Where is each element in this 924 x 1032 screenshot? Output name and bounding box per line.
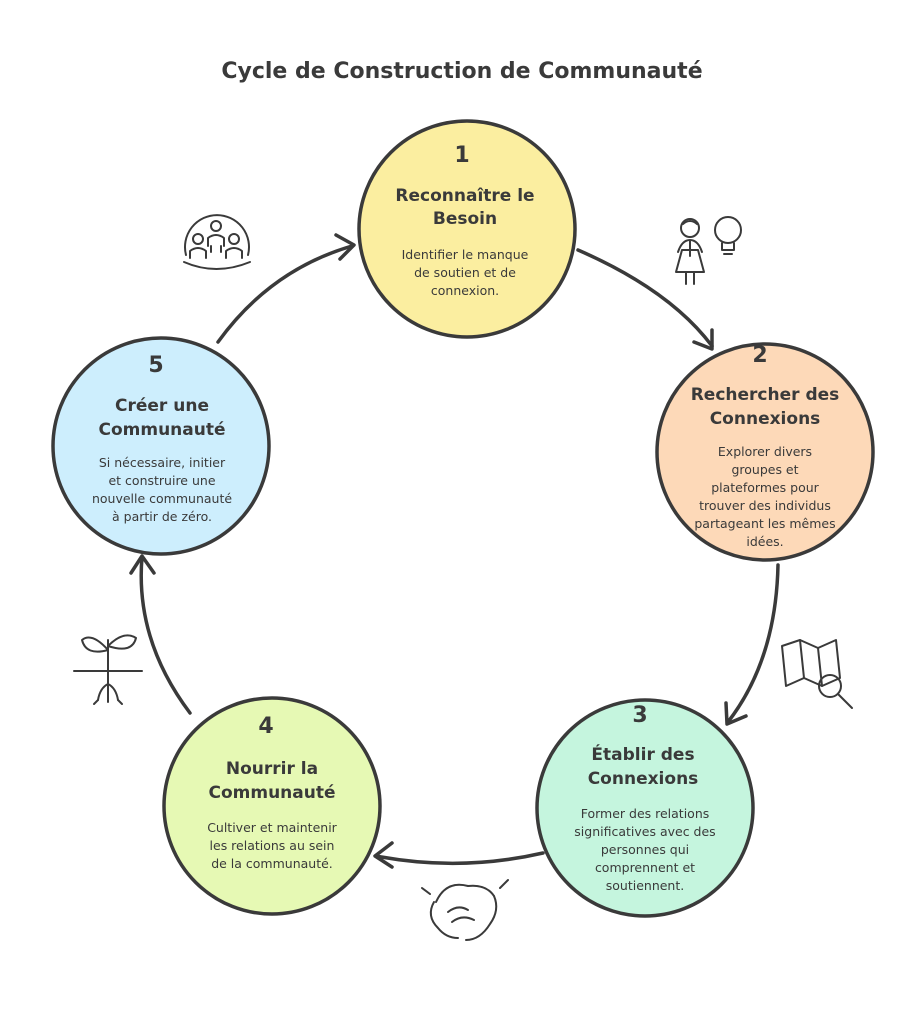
step-4-heading-line-1: Nourrir la (226, 759, 318, 779)
step-5-desc-line-4: à partir de zéro. (112, 509, 212, 524)
step-3-number: 3 (632, 703, 647, 728)
person-idea-icon (675, 216, 742, 285)
step-2-heading-line-2: Connexions (710, 409, 821, 429)
arrow-3-to-4-head (373, 841, 394, 869)
arrow-1-to-2-head (692, 328, 714, 351)
handshake-icon (421, 879, 509, 941)
arrow-5-to-1 (216, 244, 354, 344)
step-4-circle (162, 696, 382, 916)
step-1-circle (357, 119, 577, 339)
step-5-number: 5 (148, 353, 163, 378)
arrow-3-to-4 (374, 851, 545, 866)
diagram-title: Cycle de Construction de Communauté (221, 59, 702, 84)
step-1-heading-line-1: Reconnaître le (395, 186, 534, 206)
community-group-icon (183, 214, 251, 270)
arrow-4-to-5 (139, 555, 192, 715)
step-5-heading-line-2: Communauté (98, 420, 225, 440)
step-1-number: 1 (454, 143, 469, 168)
step-5-node: 5 Créer une Communauté Si nécessaire, in… (51, 336, 271, 556)
arrow-5-to-1-head (334, 233, 356, 261)
step-3-desc-line-5: soutiennent. (606, 878, 684, 893)
step-2-desc-line-6: idées. (746, 534, 783, 549)
step-3-desc-line-2: significatives avec des (574, 824, 715, 839)
step-2-node: 2 Rechercher des Connexions Explorer div… (655, 342, 875, 562)
step-4-desc-line-3: de la communauté. (211, 856, 333, 871)
step-5-desc-line-2: et construire une (108, 473, 215, 488)
step-5-desc-line-1: Si nécessaire, initier (99, 455, 226, 470)
step-1-desc-line-2: de soutien et de (414, 265, 516, 280)
step-2-desc-line-2: groupes et (731, 462, 798, 477)
arrow-4-to-5-head (129, 554, 156, 575)
step-2-desc-line-3: plateformes pour (711, 480, 819, 495)
sprout-icon (73, 634, 143, 705)
arrow-2-to-3 (726, 563, 780, 724)
arrow-2-to-3-head (724, 701, 748, 726)
step-2-desc-line-4: trouver des individus (699, 498, 831, 513)
step-5-heading-line-1: Créer une (115, 396, 209, 416)
arrow-1-to-2 (576, 248, 714, 348)
step-3-circle (535, 698, 755, 918)
step-4-heading-line-2: Communauté (208, 783, 335, 803)
step-3-desc-line-4: comprennent et (595, 860, 695, 875)
step-3-desc-line-1: Former des relations (581, 806, 710, 821)
step-5-circle (51, 336, 271, 556)
step-1-heading-line-2: Besoin (433, 209, 497, 229)
map-search-icon (781, 639, 853, 709)
step-1-desc-line-1: Identifier le manque (402, 247, 529, 262)
step-1-desc-line-3: connexion. (431, 283, 499, 298)
step-4-desc-line-2: les relations au sein (210, 838, 335, 853)
step-3-node: 3 Établir des Connexions Former des rela… (535, 698, 755, 918)
step-2-heading-line-1: Rechercher des (691, 385, 840, 405)
step-4-node: 4 Nourrir la Communauté Cultiver et main… (162, 696, 382, 916)
step-3-heading-line-2: Connexions (588, 769, 699, 789)
step-1-node: 1 Reconnaître le Besoin Identifier le ma… (357, 119, 577, 339)
step-2-number: 2 (752, 343, 767, 368)
step-4-number: 4 (258, 714, 273, 739)
step-2-circle (655, 342, 875, 562)
step-3-heading-line-1: Établir des (591, 743, 694, 765)
step-3-desc-line-3: personnes qui (601, 842, 689, 857)
step-5-desc-line-3: nouvelle communauté (92, 491, 232, 506)
step-2-desc-line-5: partageant les mêmes (694, 516, 835, 531)
step-2-desc-line-1: Explorer divers (718, 444, 812, 459)
cycle-arrows (129, 233, 780, 869)
step-4-desc-line-1: Cultiver et maintenir (207, 820, 337, 835)
